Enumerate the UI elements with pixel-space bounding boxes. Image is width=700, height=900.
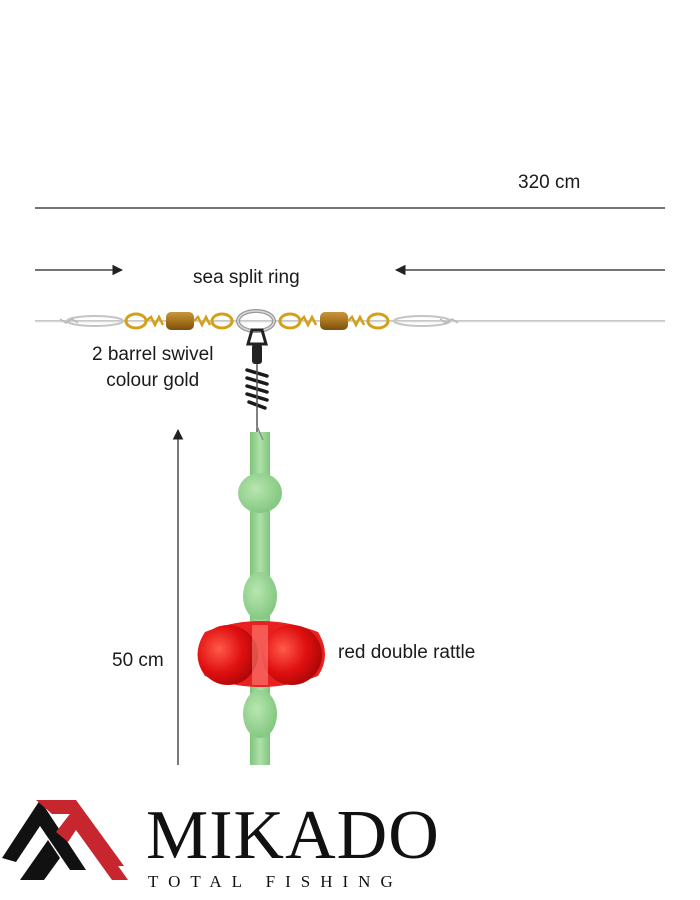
swivel-label-line2: colour gold [106,370,200,391]
split-ring-label: sea split ring [193,267,300,288]
snap-spiral [245,328,269,432]
swivel-label-line1: 2 barrel swivel [92,344,214,365]
brand-name: MIKADO [146,797,440,874]
dropper-length-label: 50 cm [112,650,164,671]
mikado-logo-mark [2,800,128,880]
main-line [35,315,665,327]
rattle-label: red double rattle [338,642,476,663]
barrel-swivel-left [124,312,234,330]
swivel-label: 2 barrel swivel colour gold [92,342,213,394]
main-length-label: 320 cm [518,172,581,193]
barrel-swivel-right [278,312,390,330]
dropper-rig [197,425,325,765]
brand-tagline: TOTAL FISHING [148,872,403,891]
